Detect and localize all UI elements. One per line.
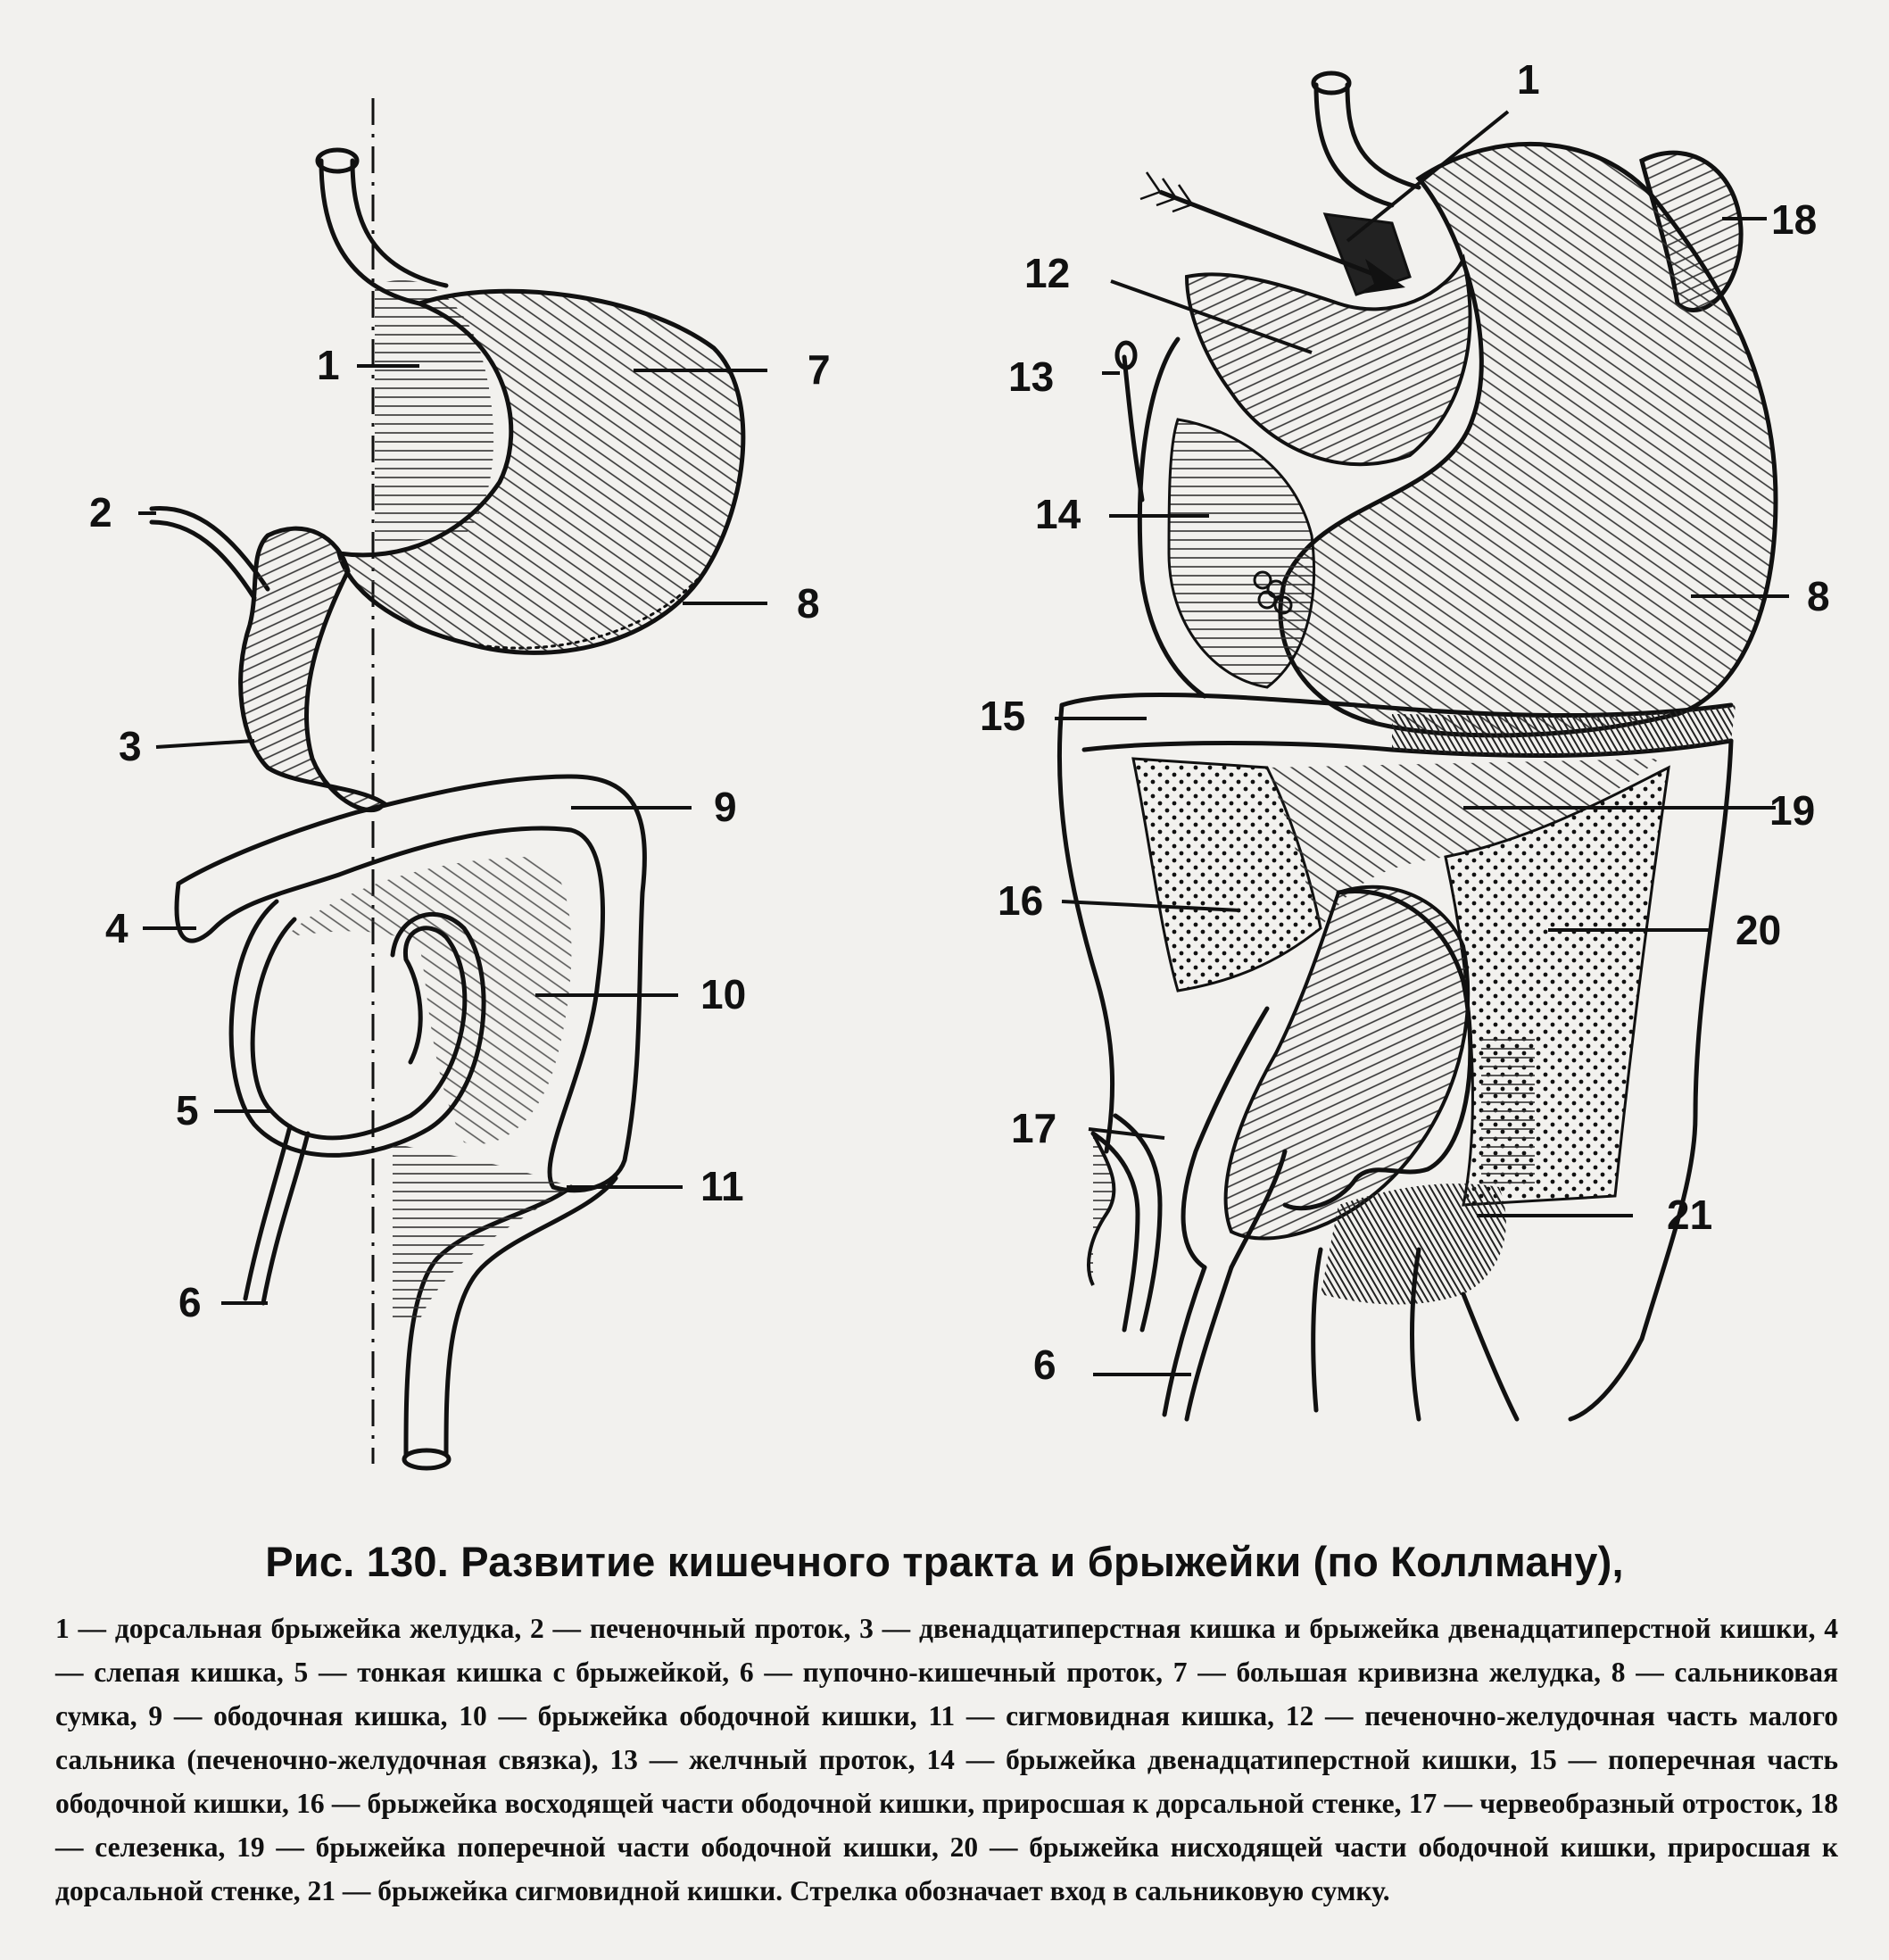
omental-bursa-entrance xyxy=(1322,212,1412,296)
right-label-1: 1 xyxy=(1517,56,1540,103)
right-label-12: 12 xyxy=(1024,250,1070,296)
right-label-14: 14 xyxy=(1035,491,1081,537)
right-drawing xyxy=(1056,71,1778,1422)
right-label-6: 6 xyxy=(1033,1341,1056,1388)
right-label-20: 20 xyxy=(1736,907,1781,953)
right-callouts: 1 12 13 14 8 15 16 17 6 18 19 20 21 xyxy=(980,56,1830,1388)
left-label-2: 2 xyxy=(89,489,112,536)
left-label-7: 7 xyxy=(808,346,831,393)
sigmoid-mesentery-right xyxy=(1321,1183,1506,1305)
colon xyxy=(174,774,647,1193)
figure-caption-legend: 1 — дорсальная брыжейка желудка, 2 — печ… xyxy=(55,1613,1838,1906)
anatomical-illustration: 1 2 3 4 5 6 7 8 9 10 11 xyxy=(89,56,1830,1471)
right-label-13: 13 xyxy=(1008,353,1054,400)
stomach xyxy=(336,288,746,655)
dorsal-mesentery xyxy=(375,279,494,544)
bursa-entrance-arrow xyxy=(1139,171,1405,295)
left-label-11: 11 xyxy=(700,1163,744,1209)
right-label-15: 15 xyxy=(980,693,1025,739)
left-label-10: 10 xyxy=(700,971,746,1017)
appendix xyxy=(1087,1133,1116,1286)
sigmoid-mesentery xyxy=(393,1142,571,1321)
bile-duct-branches xyxy=(1253,570,1293,615)
right-label-8: 8 xyxy=(1807,573,1830,619)
transverse-colon-band xyxy=(1392,705,1736,756)
left-drawing xyxy=(149,98,746,1471)
left-label-6: 6 xyxy=(178,1279,202,1325)
left-label-8: 8 xyxy=(797,580,820,627)
right-label-17: 17 xyxy=(1011,1105,1056,1151)
right-label-16: 16 xyxy=(998,877,1043,924)
right-label-21: 21 xyxy=(1667,1192,1712,1238)
lesser-omentum xyxy=(1184,253,1472,467)
left-callouts: 1 2 3 4 5 6 7 8 9 10 11 xyxy=(89,342,831,1325)
transverse-mesocolon xyxy=(1267,759,1660,928)
descending-hatching xyxy=(1481,1035,1535,1187)
left-label-5: 5 xyxy=(176,1087,199,1134)
right-label-18: 18 xyxy=(1771,196,1817,243)
figure-caption-title: Рис. 130. Развитие кишечного тракта и бр… xyxy=(265,1538,1624,1585)
duodenal-mesentery xyxy=(1167,418,1315,689)
right-label-19: 19 xyxy=(1769,787,1815,834)
left-label-3: 3 xyxy=(119,723,142,769)
left-label-9: 9 xyxy=(714,784,737,830)
colon-mesentery xyxy=(286,857,572,1144)
left-label-1: 1 xyxy=(317,342,340,388)
left-label-4: 4 xyxy=(105,905,128,951)
